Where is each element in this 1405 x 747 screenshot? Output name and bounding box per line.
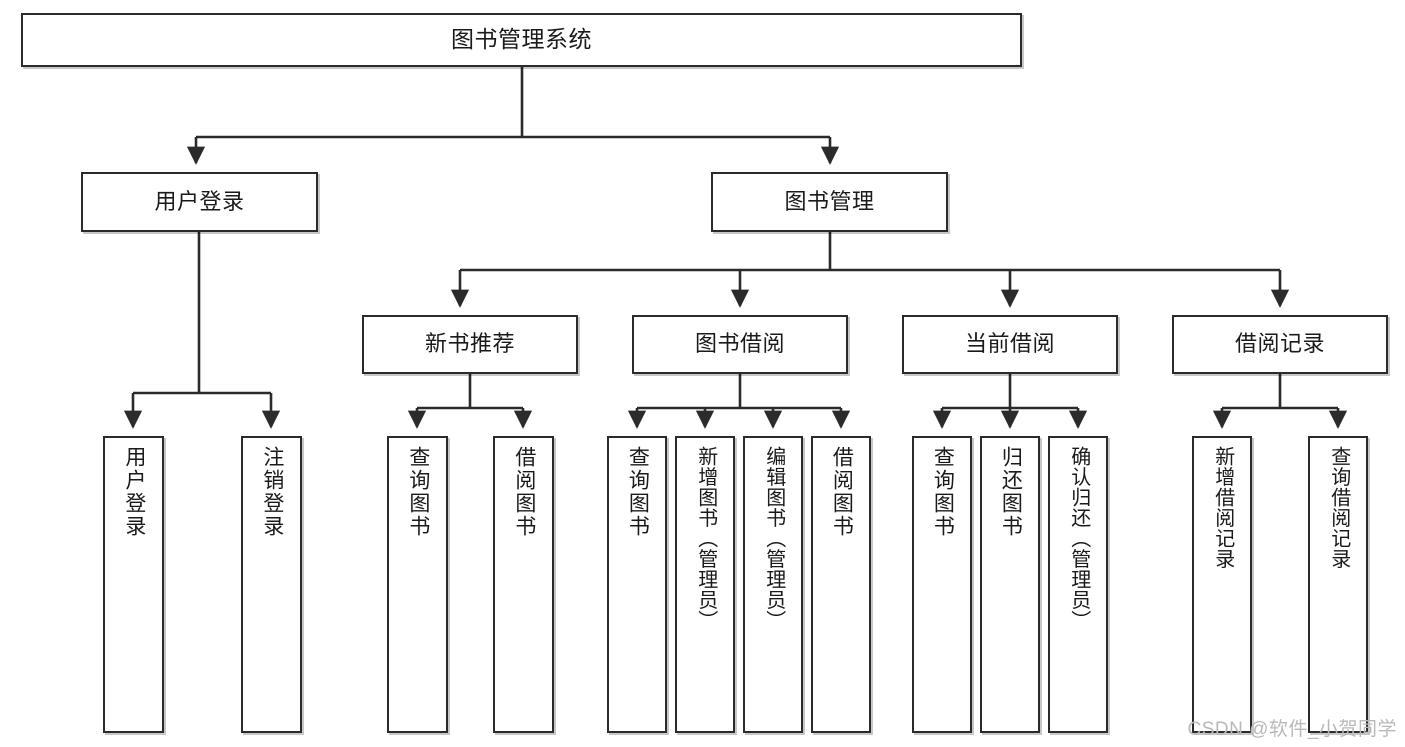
node-leaf-return-book[interactable]: 归还图书 [980, 436, 1040, 733]
node-leaf-confirm-return[interactable]: 确认归还（管理员） [1048, 436, 1108, 733]
node-book-management-label: 图书管理 [784, 188, 875, 214]
node-leaf-user-login[interactable]: 用户登录 [103, 436, 164, 733]
node-leaf-borrow-book-1-label: 借阅图书 [512, 446, 536, 538]
node-leaf-add-record-label: 新增借阅记录 [1211, 446, 1234, 569]
watermark: CSDN @软件_小贺同学 [1187, 719, 1397, 740]
node-borrow-record[interactable]: 借阅记录 [1172, 315, 1388, 374]
node-new-book-recommendation[interactable]: 新书推荐 [362, 315, 578, 374]
node-user-login-label: 用户登录 [154, 188, 245, 214]
node-book-management[interactable]: 图书管理 [711, 172, 948, 232]
node-leaf-add-book-label: 新增图书（管理员） [694, 446, 717, 631]
node-book-borrow-label: 图书借阅 [694, 331, 785, 357]
node-leaf-confirm-return-label: 确认归还（管理员） [1067, 446, 1090, 631]
node-leaf-query-book-2-label: 查询图书 [626, 446, 650, 538]
node-leaf-query-book-3-label: 查询图书 [931, 446, 955, 538]
node-leaf-add-book[interactable]: 新增图书（管理员） [675, 436, 735, 733]
node-user-login[interactable]: 用户登录 [81, 172, 318, 232]
node-leaf-borrow-book-2[interactable]: 借阅图书 [811, 436, 871, 733]
node-leaf-query-book-3[interactable]: 查询图书 [912, 436, 972, 733]
node-leaf-logout-label: 注销登录 [260, 446, 284, 538]
node-leaf-add-record[interactable]: 新增借阅记录 [1192, 436, 1252, 733]
node-leaf-query-record[interactable]: 查询借阅记录 [1308, 436, 1368, 733]
node-leaf-borrow-book-1[interactable]: 借阅图书 [493, 436, 554, 733]
node-book-borrow[interactable]: 图书借阅 [632, 315, 848, 374]
node-leaf-logout[interactable]: 注销登录 [241, 436, 302, 733]
node-leaf-query-book-1-label: 查询图书 [406, 446, 430, 538]
node-leaf-query-book-1[interactable]: 查询图书 [387, 436, 448, 733]
node-borrow-record-label: 借阅记录 [1234, 331, 1325, 357]
node-current-borrow[interactable]: 当前借阅 [902, 315, 1118, 374]
node-current-borrow-label: 当前借阅 [964, 331, 1055, 357]
node-root[interactable]: 图书管理系统 [21, 13, 1022, 67]
node-root-label: 图书管理系统 [451, 26, 592, 53]
node-leaf-query-book-2[interactable]: 查询图书 [607, 436, 667, 733]
node-leaf-edit-book[interactable]: 编辑图书（管理员） [743, 436, 803, 733]
node-leaf-edit-book-label: 编辑图书（管理员） [762, 446, 785, 631]
node-leaf-user-login-label: 用户登录 [122, 446, 146, 538]
node-new-book-recommendation-label: 新书推荐 [424, 331, 515, 357]
node-leaf-borrow-book-2-label: 借阅图书 [830, 446, 854, 538]
node-leaf-query-record-label: 查询借阅记录 [1327, 446, 1350, 569]
node-leaf-return-book-label: 归还图书 [999, 446, 1023, 538]
